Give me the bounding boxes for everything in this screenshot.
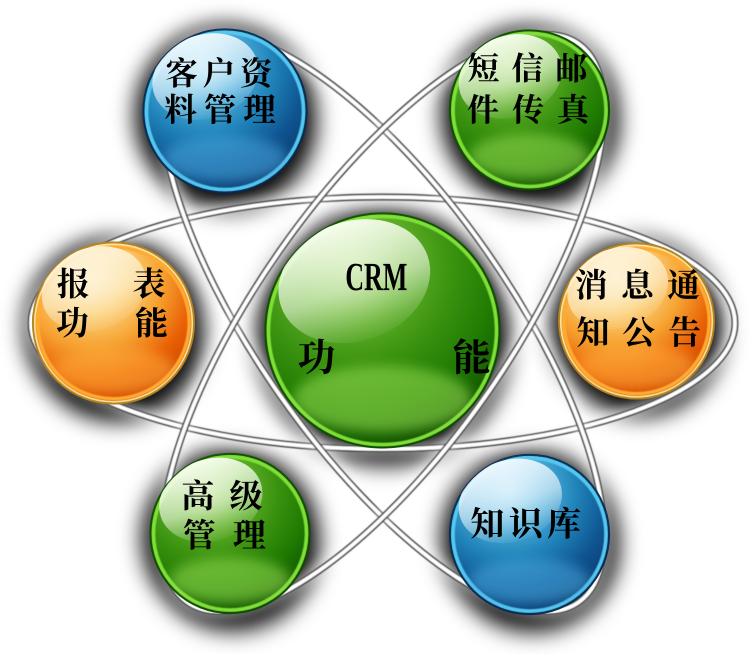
node-rim-light <box>151 454 309 612</box>
glyph-级 <box>230 479 262 511</box>
node-edge <box>557 242 716 400</box>
node-outer-ring <box>32 242 195 404</box>
node-sms-email-fax[interactable]: 短信邮件传真 <box>447 21 611 191</box>
glyph-息 <box>622 268 653 299</box>
orbit-horizontal-core <box>29 195 737 451</box>
glyph-功 <box>56 306 88 338</box>
node-label <box>56 267 167 338</box>
node-rim-light <box>35 245 192 401</box>
glyph-库 <box>547 506 581 539</box>
glyph-能 <box>453 338 490 375</box>
node-gloss <box>567 247 669 330</box>
node-label <box>165 57 276 125</box>
glyph-消 <box>575 268 607 300</box>
node-label <box>182 479 266 550</box>
glyph-知 <box>577 316 609 348</box>
node-crm-core[interactable]: CRM 功能 <box>261 199 501 449</box>
glyph-报 <box>57 267 89 299</box>
orbit-horizontal <box>25 191 741 455</box>
glyph-传 <box>512 93 544 124</box>
node-rim-light <box>266 214 499 447</box>
glyph-料 <box>165 93 197 124</box>
glyph-管 <box>204 93 236 125</box>
glyph-C <box>346 263 363 291</box>
glyph-管 <box>183 518 215 550</box>
orbit-diagonal-left-core <box>159 32 607 614</box>
node-bottom-glow <box>293 365 472 432</box>
glyph-知 <box>471 506 504 539</box>
node-rim-light <box>450 455 608 613</box>
glyph-M <box>383 263 407 291</box>
node-bottom-glow <box>468 134 591 179</box>
glyph-客 <box>166 57 197 88</box>
glyph-告 <box>669 316 700 348</box>
glyph-通 <box>667 268 700 300</box>
node-label <box>575 268 700 348</box>
glyph-识 <box>509 507 542 539</box>
node-outer-ring <box>558 243 715 399</box>
node-bottom-glow <box>51 347 176 393</box>
node-bottom-glow <box>169 557 291 603</box>
node-bottom-glow <box>577 344 696 389</box>
feature-nodes: CRM 功能客户资料管理短信邮件传真报表功能 消息通知公告高级管理知识库 <box>30 19 716 616</box>
orbit-diagonal-left <box>155 28 611 618</box>
glyph-高 <box>182 479 214 511</box>
glyph-理 <box>243 94 276 123</box>
glyph-邮 <box>557 52 588 83</box>
glyph-短 <box>468 52 499 83</box>
node-edge <box>31 241 196 405</box>
glyph-公 <box>622 316 655 347</box>
node-customer-data[interactable]: 客户资料管理 <box>141 19 308 194</box>
node-edge <box>448 453 611 616</box>
node-announcements[interactable]: 消息通知公告 <box>556 234 716 400</box>
node-rim-light <box>144 30 306 192</box>
glyph-户 <box>203 57 233 88</box>
glyph-理 <box>233 519 266 549</box>
glyph-件 <box>467 93 499 124</box>
glyph-R <box>364 263 384 291</box>
node-advanced-admin[interactable]: 高级管理 <box>148 444 311 615</box>
node-gloss <box>458 34 562 119</box>
node-edge <box>149 452 311 615</box>
glyph-能 <box>135 306 167 338</box>
node-reports[interactable]: 报表功能 <box>30 233 196 405</box>
node-label <box>471 506 581 539</box>
glyph-信 <box>512 52 543 83</box>
node-knowledge-base[interactable]: 知识库 <box>447 445 611 616</box>
node-bottom-glow <box>162 135 288 182</box>
node-label <box>467 52 589 124</box>
node-gloss <box>278 219 431 344</box>
glyph-真 <box>558 93 589 124</box>
node-edge <box>142 28 308 194</box>
glyph-功 <box>298 338 335 375</box>
node-edge <box>264 212 501 449</box>
glyph-资 <box>241 57 272 88</box>
glyph-表 <box>133 267 165 299</box>
node-rim-light <box>450 31 608 189</box>
node-bottom-glow <box>468 558 591 604</box>
node-edge <box>448 29 611 191</box>
node-label <box>298 263 490 375</box>
